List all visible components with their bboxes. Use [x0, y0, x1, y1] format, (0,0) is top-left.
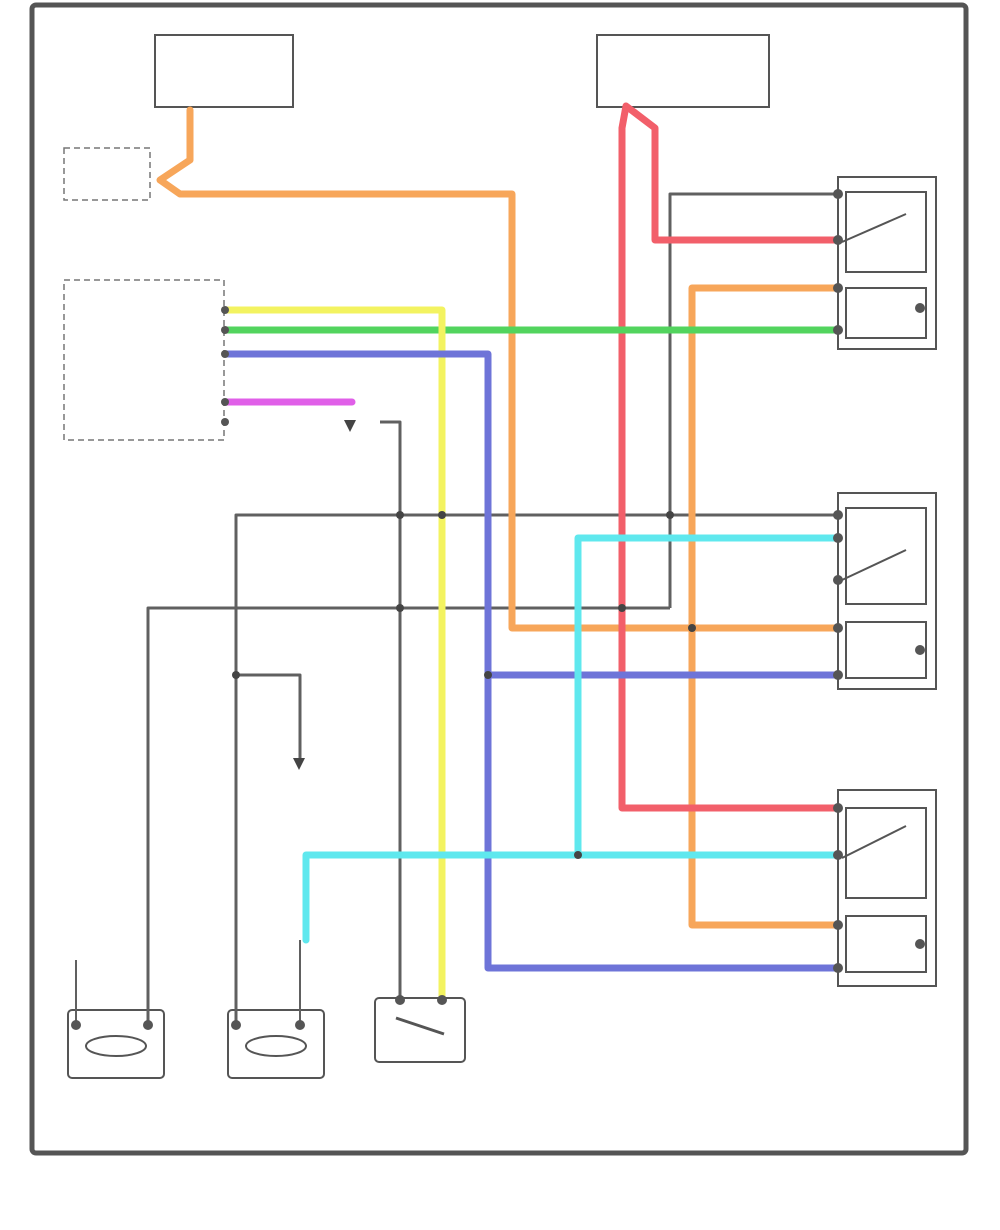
cyan-wire-branch	[302, 851, 582, 944]
top-left-component	[154, 34, 294, 108]
ground-1	[344, 420, 356, 432]
orange-wire-branch	[688, 284, 842, 929]
right-bottom-connector	[227, 1009, 325, 1079]
switch-pins	[833, 189, 925, 973]
ground-2	[293, 758, 305, 770]
switch-assembly-1	[837, 176, 937, 350]
top-right-component	[596, 34, 770, 108]
upper-left-module	[63, 147, 151, 201]
switch-assembly-3	[837, 789, 937, 987]
switch-assembly-2	[837, 492, 937, 690]
diagram-frame	[29, 2, 969, 1156]
gray-wires	[146, 192, 838, 1025]
red-wire	[618, 102, 842, 812]
yellow-wire	[221, 306, 446, 1004]
cyan-wire	[574, 534, 842, 859]
blue-wire	[221, 350, 842, 972]
orange-wire	[156, 106, 842, 632]
left-bottom-connector	[67, 1009, 165, 1079]
connector-drops	[75, 890, 301, 1025]
center-sensor	[374, 997, 466, 1063]
splice-nodes	[232, 511, 696, 859]
ecm-connector-block	[63, 279, 225, 441]
module-pins	[71, 306, 447, 1030]
